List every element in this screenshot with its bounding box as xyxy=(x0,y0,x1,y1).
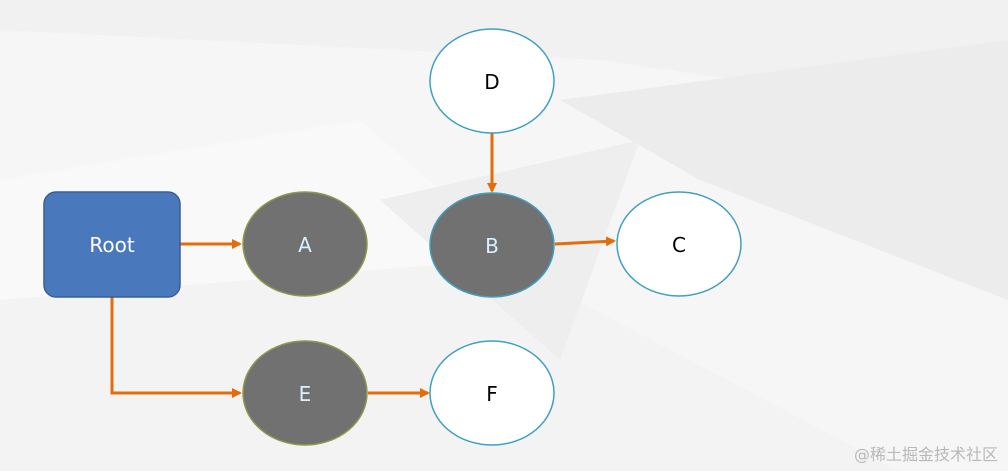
edge-b-c xyxy=(554,236,616,247)
node-c-label: C xyxy=(672,233,686,257)
edge-root-e xyxy=(110,297,242,398)
node-e: E xyxy=(242,340,368,446)
node-b: B xyxy=(429,192,555,298)
node-c: C xyxy=(616,191,742,297)
node-a: A xyxy=(242,191,368,297)
node-b-label: B xyxy=(485,234,499,258)
watermark: @稀土掘金技术社区 xyxy=(853,445,998,464)
node-e-label: E xyxy=(299,382,312,406)
node-d: D xyxy=(429,28,555,134)
node-a-label: A xyxy=(298,233,312,257)
node-root-label: Root xyxy=(89,233,134,257)
node-f: F xyxy=(429,340,555,446)
node-d-label: D xyxy=(484,70,499,94)
node-f-label: F xyxy=(486,382,498,406)
node-root: Root xyxy=(43,191,181,298)
